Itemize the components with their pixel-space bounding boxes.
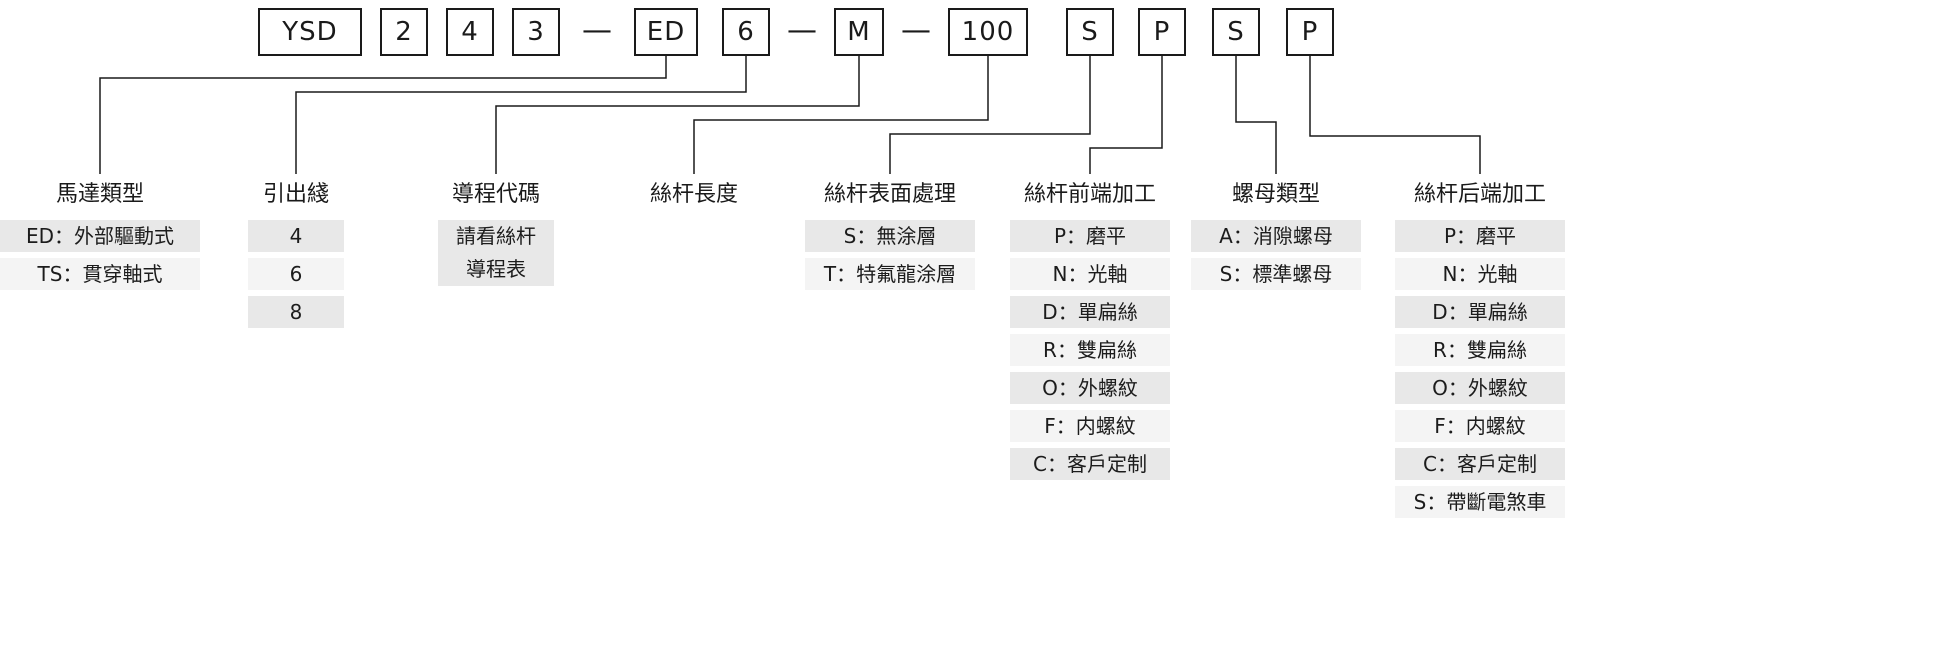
code-box-surface: S: [1066, 8, 1114, 56]
column-title: 引出綫: [262, 182, 329, 207]
connector-line: [295, 56, 747, 174]
column-rear-end-machining: 絲杆后端加工 P：磨平 N：光軸 D：單扁絲 R：雙扁絲 O：外螺紋 F：内螺紋…: [1395, 180, 1565, 524]
code-box-motor-type: ED: [634, 8, 698, 56]
code-separator: —: [582, 13, 612, 48]
connector-line: [1309, 56, 1481, 174]
code-box-rear-end: P: [1286, 8, 1334, 56]
option-cell: O：外螺紋: [1010, 372, 1170, 404]
code-box-screw-length: 100: [948, 8, 1028, 56]
column-motor-type: 馬達類型 ED：外部驅動式 TS：貫穿軸式: [0, 180, 200, 296]
connector-line: [693, 56, 989, 174]
code-box-front-end: P: [1138, 8, 1186, 56]
option-cell: ED：外部驅動式: [0, 220, 200, 252]
option-cell: T：特氟龍涂層: [805, 258, 975, 290]
code-box-nut-type: S: [1212, 8, 1260, 56]
option-cell: C：客戶定制: [1395, 448, 1565, 480]
column-title: 馬達類型: [55, 182, 144, 207]
option-cell: F：内螺紋: [1395, 410, 1565, 442]
option-cell: D：單扁絲: [1395, 296, 1565, 328]
column-title: 絲杆表面處理: [823, 182, 956, 207]
column-nut-type: 螺母類型 A：消隙螺母 S：標準螺母: [1191, 180, 1361, 296]
option-cell: C：客戶定制: [1010, 448, 1170, 480]
option-cell: A：消隙螺母: [1191, 220, 1361, 252]
connector-line: [1235, 56, 1277, 174]
option-cell: TS：貫穿軸式: [0, 258, 200, 290]
column-title: 導程代碼: [451, 182, 540, 207]
column-surface-treatment: 絲杆表面處理 S：無涂層 T：特氟龍涂層: [805, 180, 975, 296]
option-cell: 請看絲杆 導程表: [438, 220, 554, 286]
connector-line: [495, 56, 860, 174]
option-cell: N：光軸: [1010, 258, 1170, 290]
connector-line: [889, 56, 1091, 174]
column-front-end-machining: 絲杆前端加工 P：磨平 N：光軸 D：單扁絲 R：雙扁絲 O：外螺紋 F：内螺紋…: [1010, 180, 1170, 486]
code-separator: —: [787, 13, 817, 48]
option-cell: 4: [248, 220, 344, 252]
option-cell: S：帶斷電煞車: [1395, 486, 1565, 518]
connector-line: [99, 56, 667, 174]
code-box-lead-wires: 6: [722, 8, 770, 56]
code-box-series: YSD: [258, 8, 362, 56]
code-box-size-3: 3: [512, 8, 560, 56]
option-cell: 8: [248, 296, 344, 328]
column-title: 螺母類型: [1231, 182, 1320, 207]
column-lead-wires: 引出綫 4 6 8: [248, 180, 344, 334]
option-cell: F：内螺紋: [1010, 410, 1170, 442]
code-box-size-2: 4: [446, 8, 494, 56]
option-cell: D：單扁絲: [1010, 296, 1170, 328]
option-cell: N：光軸: [1395, 258, 1565, 290]
option-cell: P：磨平: [1010, 220, 1170, 252]
option-cell: S：無涂層: [805, 220, 975, 252]
option-cell: R：雙扁絲: [1010, 334, 1170, 366]
option-cell: S：標準螺母: [1191, 258, 1361, 290]
column-title: 絲杆前端加工: [1023, 182, 1156, 207]
code-separator: —: [901, 13, 931, 48]
option-cell: P：磨平: [1395, 220, 1565, 252]
column-title: 絲杆后端加工: [1413, 182, 1546, 207]
option-cell: R：雙扁絲: [1395, 334, 1565, 366]
note-line: 導程表: [466, 257, 526, 281]
column-title: 絲杆長度: [649, 182, 738, 207]
note-line: 請看絲杆: [456, 224, 536, 248]
code-box-size-1: 2: [380, 8, 428, 56]
connector-line: [1089, 56, 1163, 174]
column-screw-length: 絲杆長度: [639, 180, 749, 220]
option-cell: 6: [248, 258, 344, 290]
option-cell: O：外螺紋: [1395, 372, 1565, 404]
code-box-lead-code: M: [834, 8, 884, 56]
column-lead-code: 導程代碼 請看絲杆 導程表: [438, 180, 554, 292]
